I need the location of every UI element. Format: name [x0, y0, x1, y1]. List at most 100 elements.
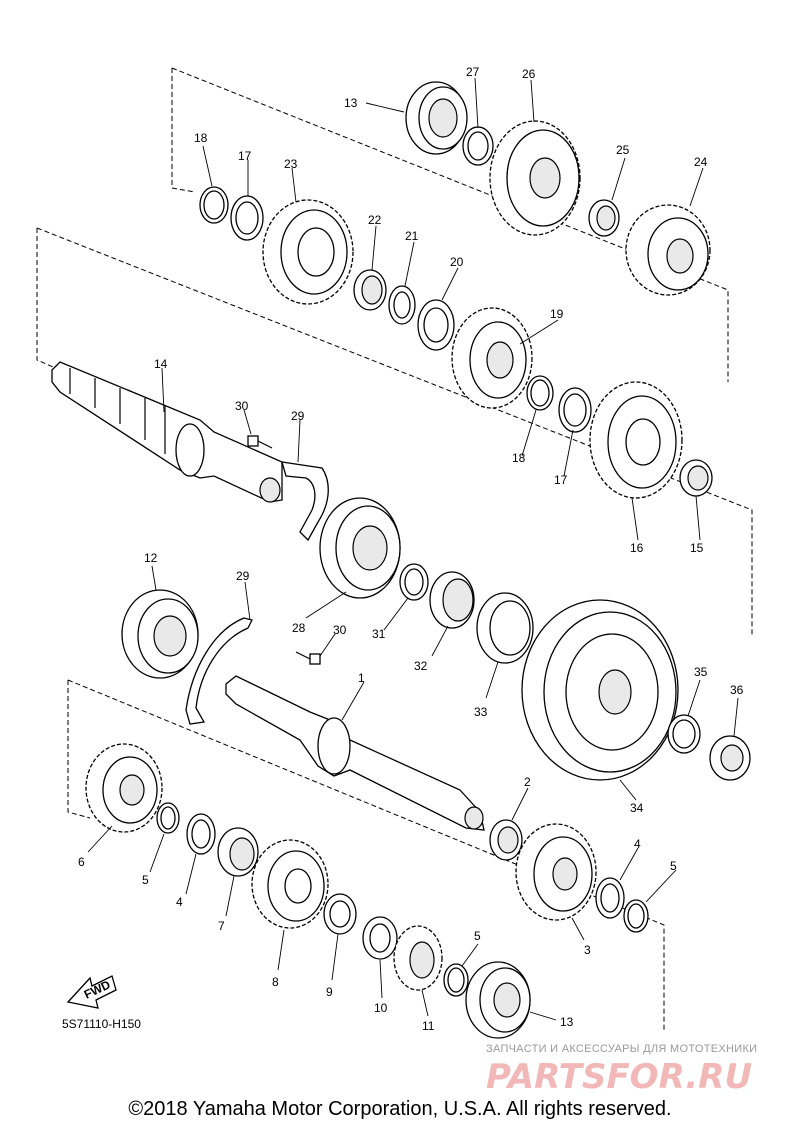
callout-12: 12 — [144, 551, 158, 565]
main-axle-14 — [51, 361, 283, 503]
washer-17-middle — [558, 387, 592, 433]
callout-13-top: 13 — [344, 96, 358, 110]
bushing-25 — [588, 199, 620, 237]
callout-28: 28 — [292, 621, 306, 635]
watermark-logo: PARTSFOR.RU — [486, 1057, 752, 1097]
group-boundary-upper — [171, 68, 196, 193]
bearing-13-lower — [465, 961, 531, 1039]
callouts: 13 27 26 18 17 23 25 24 22 21 20 19 14 3… — [78, 65, 744, 1033]
washer-35 — [667, 714, 701, 754]
callout-36: 36 — [730, 683, 744, 697]
group-boundary-upper-right — [171, 67, 729, 382]
circlip-31 — [399, 563, 429, 601]
callout-9: 9 — [326, 985, 333, 999]
circlip-18-middle — [526, 375, 554, 411]
washer-20 — [417, 299, 455, 351]
callout-29-upper: 29 — [291, 409, 305, 423]
callout-10: 10 — [374, 1001, 388, 1015]
circlip-5-right — [623, 899, 649, 933]
callout-3: 3 — [584, 943, 591, 957]
bolt-30-lower — [295, 651, 321, 665]
washer-4-left — [186, 813, 216, 855]
callout-22: 22 — [368, 213, 382, 227]
group-boundary-lower-right — [67, 679, 665, 1030]
group-boundary-middle-right — [36, 227, 753, 636]
collar-32 — [429, 571, 475, 629]
plate-29-lower — [185, 617, 253, 725]
callout-6: 6 — [78, 855, 85, 869]
nut-36 — [709, 735, 751, 781]
bearing-28 — [319, 497, 401, 599]
callout-4-right: 4 — [634, 837, 641, 851]
washer-10 — [362, 916, 398, 960]
callout-24: 24 — [694, 155, 708, 169]
callout-5-right: 5 — [670, 859, 677, 873]
callout-19: 19 — [550, 307, 564, 321]
callout-35: 35 — [694, 665, 708, 679]
bushing-15 — [679, 459, 713, 497]
fwd-arrow-icon: FWD — [66, 975, 117, 1009]
bearing-12 — [121, 589, 199, 679]
callout-16: 16 — [630, 541, 644, 555]
washer-21 — [388, 285, 416, 325]
washer-27 — [462, 126, 494, 166]
bolt-30-upper — [247, 435, 273, 449]
callout-18-middle: 18 — [512, 451, 526, 465]
callout-26: 26 — [522, 67, 536, 81]
callout-5-left: 5 — [142, 873, 149, 887]
callout-32: 32 — [414, 659, 428, 673]
circlip-5-left — [156, 802, 180, 834]
bearing-13-upper — [405, 81, 468, 155]
circlip-5-middle — [443, 963, 469, 997]
gear-16 — [589, 381, 683, 499]
callout-21: 21 — [405, 229, 419, 243]
bearing-7 — [217, 827, 259, 877]
gear-26 — [489, 120, 581, 236]
gear-19 — [451, 307, 533, 409]
bushing-2 — [489, 819, 523, 861]
washer-17-upper — [230, 195, 264, 241]
circlip-18-upper — [199, 186, 229, 224]
callout-11: 11 — [422, 1019, 435, 1033]
callout-30-lower: 30 — [333, 623, 347, 637]
callout-4-left: 4 — [176, 895, 183, 909]
callout-33: 33 — [474, 705, 488, 719]
callout-17-middle: 17 — [554, 473, 568, 487]
callout-17-top: 17 — [238, 149, 252, 163]
gear-8 — [251, 839, 329, 929]
plate-29-upper — [281, 461, 329, 542]
drive-axle-1 — [225, 675, 485, 831]
diagram-code: 5S71110-H150 — [62, 1017, 141, 1031]
sprocket-34 — [521, 599, 679, 781]
group-boundary-lower — [67, 680, 91, 819]
callout-20: 20 — [450, 255, 464, 269]
callout-13-bottom: 13 — [560, 1015, 574, 1029]
washer-9 — [323, 893, 357, 935]
callout-7: 7 — [218, 919, 225, 933]
callout-14: 14 — [154, 357, 168, 371]
callout-31: 31 — [372, 627, 386, 641]
callout-25: 25 — [616, 143, 630, 157]
gear-23 — [262, 199, 354, 305]
copyright-notice: ©2018 Yamaha Motor Corporation, U.S.A. A… — [128, 1098, 672, 1120]
oil-seal-33 — [476, 592, 534, 664]
gear-24 — [625, 204, 711, 296]
callout-18-top: 18 — [194, 131, 208, 145]
group-boundary-middle — [36, 228, 61, 371]
callout-27: 27 — [466, 65, 480, 79]
callout-29-lower: 29 — [236, 569, 250, 583]
callout-30-upper: 30 — [235, 399, 249, 413]
watermark-tagline: ЗАПЧАСТИ И АКСЕССУАРЫ ДЛЯ МОТОТЕХНИКИ — [486, 1043, 757, 1055]
callout-8: 8 — [272, 975, 279, 989]
bearing-22 — [353, 269, 387, 311]
washer-4-right — [595, 877, 625, 919]
callout-15: 15 — [690, 541, 704, 555]
callout-34: 34 — [630, 801, 644, 815]
callout-1: 1 — [358, 671, 365, 685]
gear-11 — [393, 925, 443, 991]
gear-3 — [515, 823, 597, 921]
callout-2: 2 — [524, 775, 531, 789]
callout-5-middle: 5 — [474, 929, 481, 943]
callout-23: 23 — [284, 157, 298, 171]
